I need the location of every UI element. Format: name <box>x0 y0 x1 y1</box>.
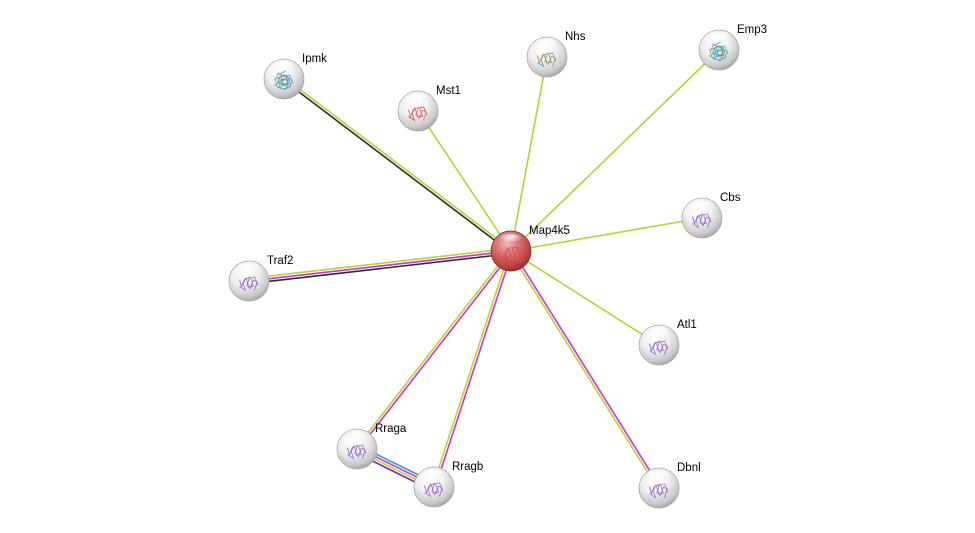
structure-trace <box>424 482 443 497</box>
structure-trace <box>408 106 427 121</box>
edge-evidence-line <box>417 110 512 252</box>
edge-map4k5-emp3[interactable] <box>510 49 720 252</box>
node-nhs[interactable]: Nhs <box>526 31 586 78</box>
edge-evidence-line <box>510 250 660 346</box>
edge-map4k5-cbs[interactable] <box>510 217 703 252</box>
structure-trace <box>649 340 668 355</box>
structure-trace <box>501 246 521 262</box>
edge-evidence-line <box>357 251 513 451</box>
node-label: Emp3 <box>737 24 767 36</box>
structure-trace <box>347 444 367 460</box>
edge-map4k5-rraga[interactable] <box>355 249 513 451</box>
edge-map4k5-mst1[interactable] <box>417 110 512 252</box>
node-rragb[interactable]: Rragb <box>413 461 483 508</box>
node-traf2[interactable]: Traf2 <box>228 255 293 302</box>
node-highlight <box>647 328 671 340</box>
edge-evidence-line <box>510 217 703 252</box>
node-label: Rragb <box>452 461 483 473</box>
structure-trace <box>649 483 668 498</box>
edge-map4k5-atl1[interactable] <box>510 250 660 346</box>
node-label: Rraga <box>375 423 407 435</box>
edge-map4k5-traf2[interactable] <box>248 247 512 285</box>
edge-evidence-line <box>284 77 513 251</box>
structure-trace <box>501 246 520 261</box>
node-map4k5[interactable]: Map4k5 <box>490 225 570 272</box>
structure-trace <box>408 106 428 122</box>
edge-evidence-line <box>434 251 513 488</box>
node-highlight <box>499 234 523 246</box>
edge-evidence-line <box>355 249 511 449</box>
node-atl1[interactable]: Atl1 <box>638 319 697 366</box>
node-highlight <box>647 471 671 483</box>
edge-map4k5-nhs[interactable] <box>510 56 548 252</box>
node-highlight <box>690 201 714 213</box>
node-emp3[interactable]: Emp3 <box>698 24 767 71</box>
structure-trace <box>649 483 669 499</box>
node-highlight <box>345 432 369 444</box>
edge-map4k5-ipmk[interactable] <box>282 77 513 253</box>
structure-trace <box>239 276 258 291</box>
structure-trace <box>692 213 711 228</box>
node-label: Ipmk <box>302 53 327 65</box>
structure-trace <box>239 276 259 292</box>
structure-trace <box>710 43 727 62</box>
node-label: Map4k5 <box>529 225 570 237</box>
node-highlight <box>422 470 446 482</box>
node-label: Dbnl <box>677 462 701 474</box>
edge-evidence-line <box>432 250 511 487</box>
edge-evidence-line <box>248 247 511 280</box>
node-mst1[interactable]: Mst1 <box>397 85 461 132</box>
node-highlight <box>237 264 261 276</box>
edge-evidence-line <box>249 252 512 285</box>
structure-trace <box>537 52 557 68</box>
edge-evidence-line <box>248 250 512 282</box>
node-label: Nhs <box>565 31 586 43</box>
edge-evidence-line <box>511 249 661 488</box>
structure-trace <box>424 482 444 498</box>
node-rraga[interactable]: Rraga <box>336 423 407 470</box>
structure-trace <box>649 340 669 356</box>
structure-trace <box>537 52 556 67</box>
node-label: Cbs <box>720 192 741 204</box>
edge-layer <box>248 49 720 492</box>
edge-evidence-line <box>510 56 548 252</box>
node-ipmk[interactable]: Ipmk <box>263 53 327 100</box>
node-highlight <box>272 62 296 74</box>
node-label: Traf2 <box>267 255 293 267</box>
node-highlight <box>535 40 559 52</box>
node-label: Atl1 <box>677 319 697 331</box>
edge-evidence-line <box>509 251 659 490</box>
node-dbnl[interactable]: Dbnl <box>638 462 701 509</box>
node-cbs[interactable]: Cbs <box>681 192 741 239</box>
node-label: Mst1 <box>436 85 461 97</box>
structure-trace <box>692 213 712 229</box>
node-highlight <box>707 33 731 45</box>
edge-evidence-line <box>282 79 511 253</box>
edge-map4k5-rragb[interactable] <box>432 250 513 488</box>
structure-trace <box>275 72 292 91</box>
edge-map4k5-dbnl[interactable] <box>509 249 661 490</box>
node-highlight <box>406 94 430 106</box>
edge-evidence-line <box>510 49 720 252</box>
structure-trace <box>347 444 366 459</box>
